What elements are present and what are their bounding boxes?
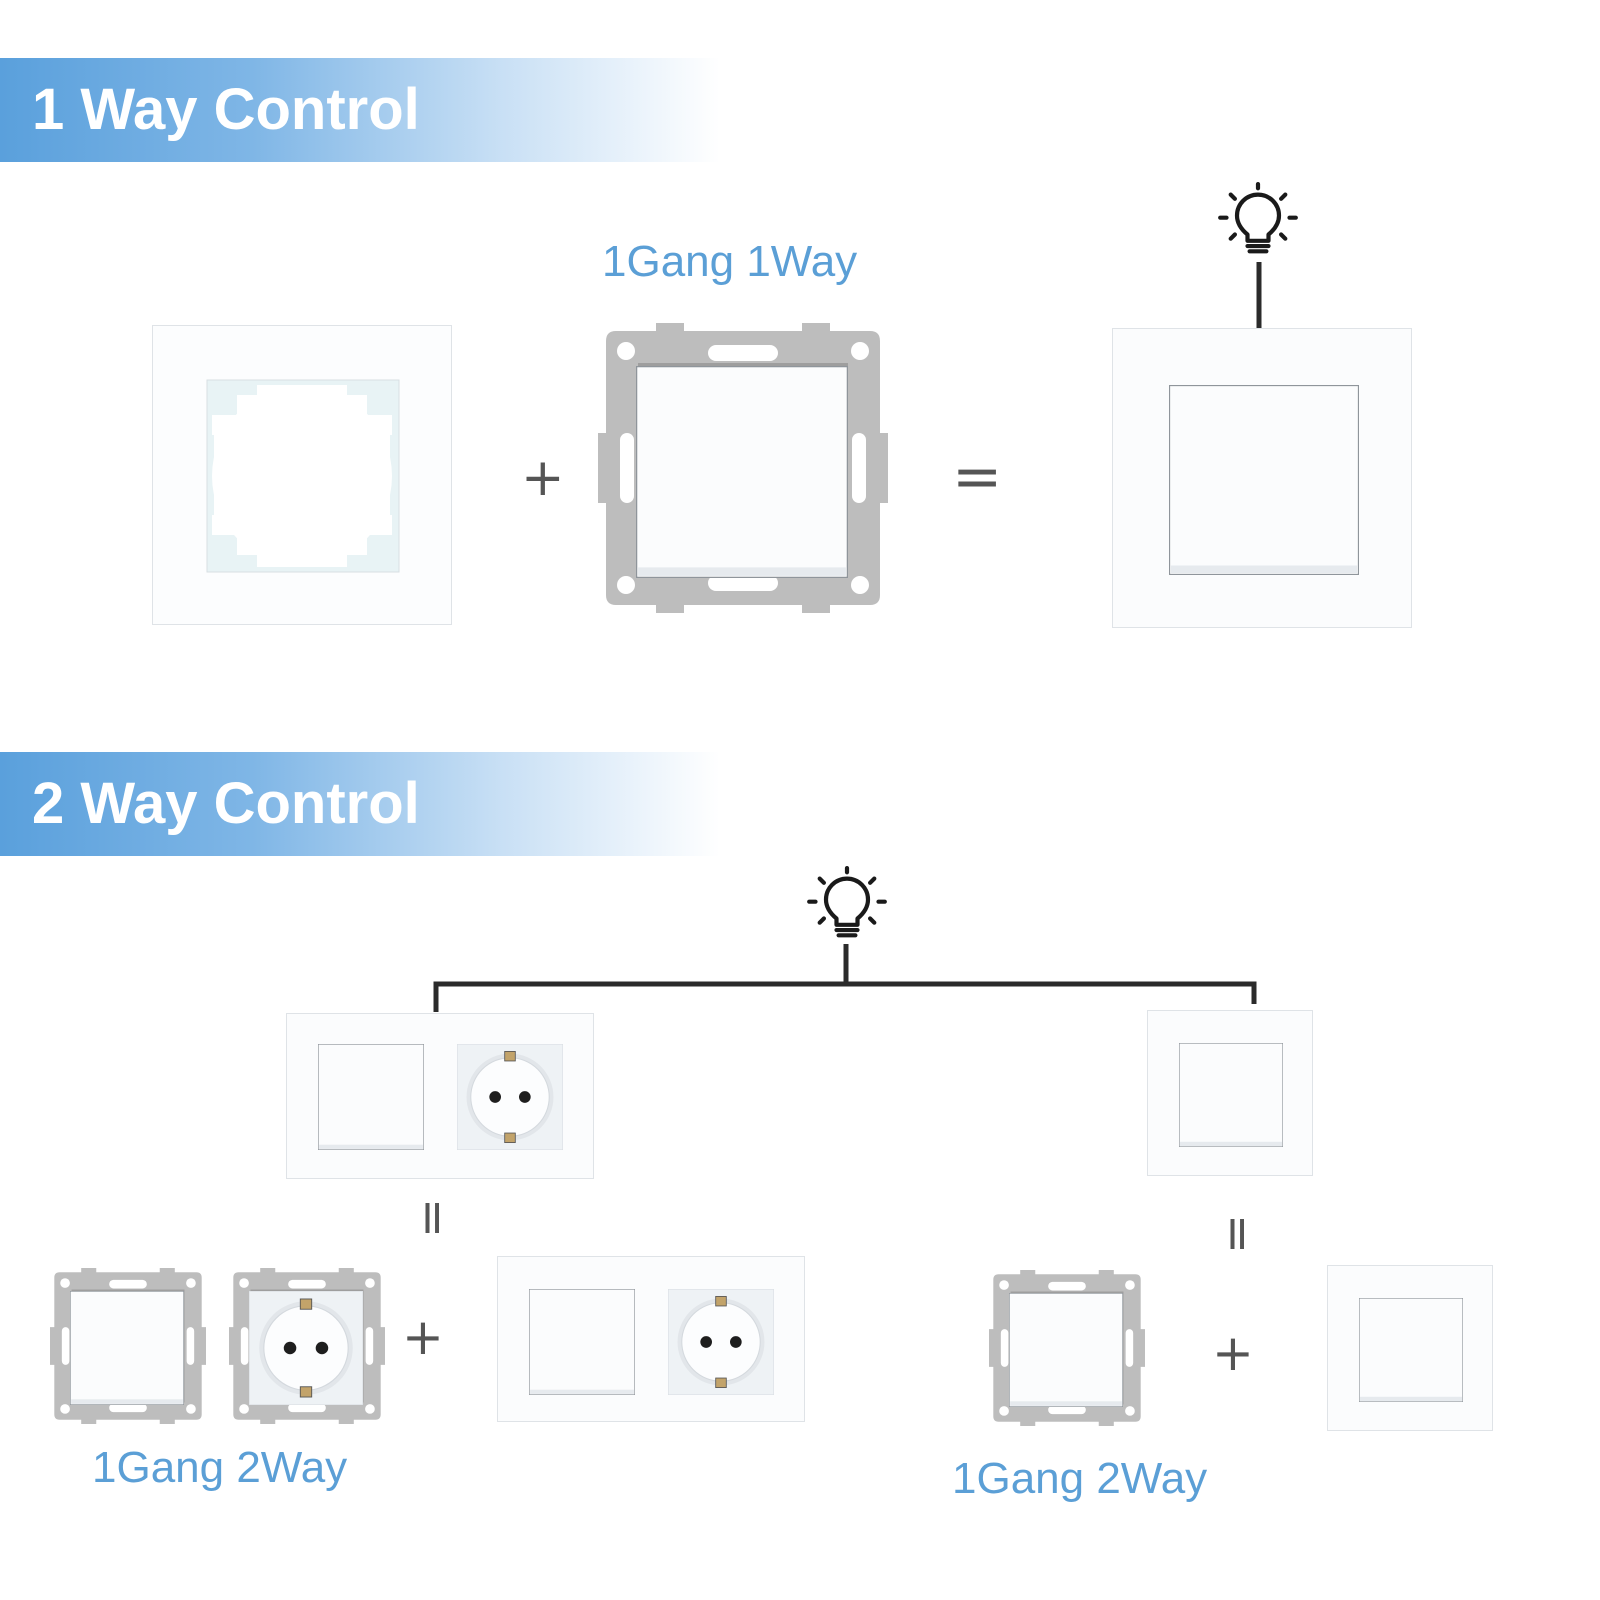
- product-caption-1gang-1way: 1Gang 1Way: [602, 237, 858, 286]
- switch-rocker: [70, 1291, 184, 1405]
- section-banner-2-way: 2 Way Control: [0, 752, 720, 856]
- assembled-switch-1gang-right: [1327, 1265, 1493, 1431]
- glass-frame-empty: [152, 325, 452, 625]
- assembled-switch-socket-frame: [286, 1013, 594, 1179]
- equals-sign-left: =: [405, 1197, 462, 1239]
- plus-sign-right: +: [1212, 1324, 1254, 1382]
- switch-rocker: [636, 366, 848, 578]
- switch-rocker: [1009, 1293, 1123, 1407]
- section-title: 2 Way Control: [32, 771, 420, 836]
- assembled-switch-1gang-remote: [1147, 1010, 1313, 1176]
- wire-to-switch: [1256, 262, 1262, 328]
- socket-face: [249, 1291, 363, 1405]
- plus-sign: +: [521, 448, 565, 508]
- product-caption-1gang-2way-right: 1Gang 2Way: [952, 1454, 1208, 1503]
- two-way-wiring: [433, 944, 1257, 1012]
- section-title: 1 Way Control: [32, 77, 420, 142]
- assembled-switch-1gang: [1112, 328, 1412, 628]
- equals-sign: =: [952, 442, 1003, 512]
- switch-module-1gang-2way: [50, 1268, 206, 1424]
- equals-sign-right: =: [1210, 1213, 1267, 1255]
- double-glass-frame: [497, 1256, 805, 1422]
- light-bulb-icon: [805, 866, 889, 950]
- light-bulb-icon: [1216, 182, 1300, 266]
- plus-sign-left: +: [402, 1308, 444, 1366]
- switch-module-1gang-2way-right: [989, 1270, 1145, 1426]
- socket-module: [229, 1268, 385, 1424]
- product-caption-1gang-2way-left: 1Gang 2Way: [92, 1443, 348, 1492]
- section-banner-1-way: 1 Way Control: [0, 58, 720, 162]
- switch-module-1gang-1way: [598, 323, 888, 613]
